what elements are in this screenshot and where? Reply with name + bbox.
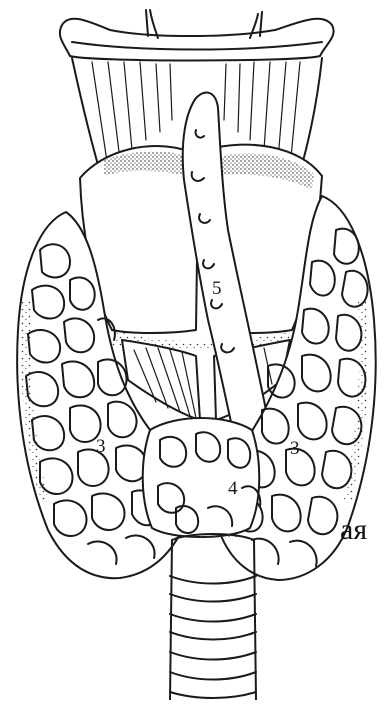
hyoid-bone — [60, 10, 334, 61]
label-pyramidal-lobe: 5 — [212, 278, 222, 299]
isthmus — [143, 418, 261, 537]
label-right-lobe: 3 — [96, 436, 106, 457]
label-left-lobe: 3 — [290, 438, 300, 459]
label-isthmus: 4 — [228, 478, 238, 499]
cropped-caption-text: ая — [340, 515, 380, 545]
